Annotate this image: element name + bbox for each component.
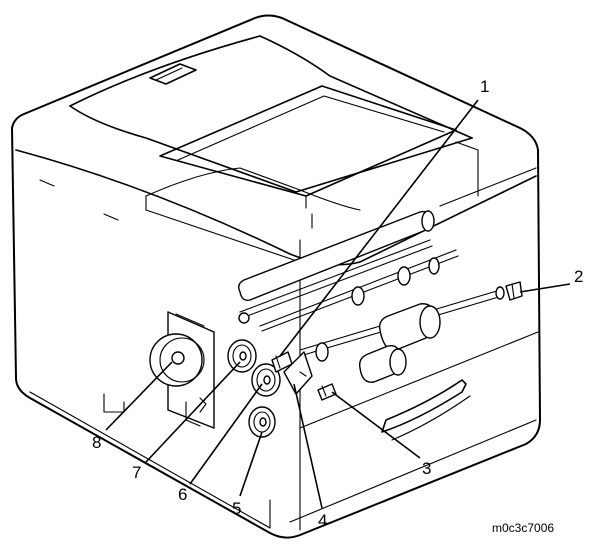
callout-4: 4	[318, 511, 327, 530]
gear-5	[248, 406, 276, 438]
leader-lines	[105, 99, 571, 509]
callout-1: 1	[480, 77, 489, 96]
callout-2: 2	[574, 267, 583, 286]
callout-7: 7	[132, 463, 141, 482]
image-code: m0c3c7006	[492, 521, 554, 535]
callout-8: 8	[92, 433, 101, 452]
top-cover	[69, 35, 479, 263]
callout-3: 3	[422, 459, 431, 478]
gear-7	[227, 339, 257, 373]
drive-motor	[149, 311, 215, 429]
callout-5: 5	[232, 499, 241, 518]
callout-6: 6	[178, 485, 187, 504]
part-4-bracket	[283, 351, 313, 395]
part-2-sensor	[505, 281, 523, 301]
roller-assembly	[237, 210, 505, 383]
